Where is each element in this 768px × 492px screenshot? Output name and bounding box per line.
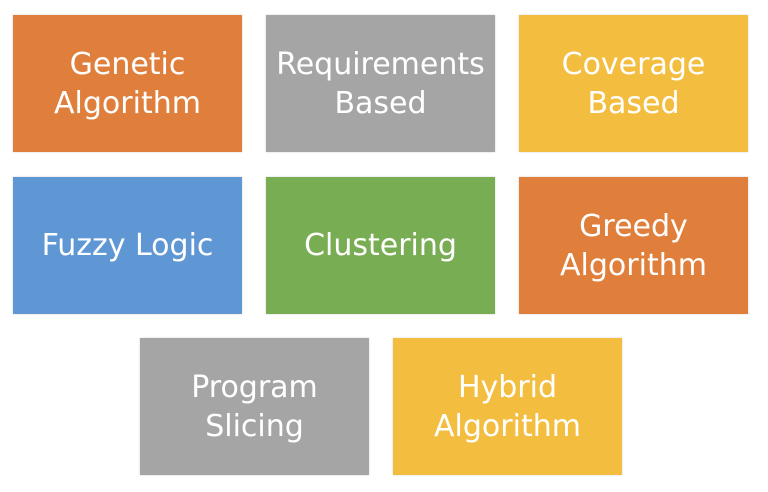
tile-label: Program Slicing (191, 369, 318, 444)
tile-fuzzy-logic: Fuzzy Logic (13, 177, 242, 314)
tile-label: Requirements Based (276, 46, 485, 121)
tile-label: Greedy Algorithm (560, 208, 707, 283)
tile-label: Genetic Algorithm (54, 46, 201, 121)
tile-requirements-based: Requirements Based (266, 15, 495, 152)
tile-label: Hybrid Algorithm (434, 369, 581, 444)
tile-program-slicing: Program Slicing (140, 338, 369, 475)
tile-label: Fuzzy Logic (41, 228, 214, 263)
tile-coverage-based: Coverage Based (519, 15, 748, 152)
tile-label: Clustering (304, 228, 457, 263)
tile-label: Coverage Based (561, 46, 706, 121)
tile-greedy-algorithm: Greedy Algorithm (519, 177, 748, 314)
tile-clustering: Clustering (266, 177, 495, 314)
tile-hybrid-algorithm: Hybrid Algorithm (393, 338, 622, 475)
tile-genetic-algorithm: Genetic Algorithm (13, 15, 242, 152)
